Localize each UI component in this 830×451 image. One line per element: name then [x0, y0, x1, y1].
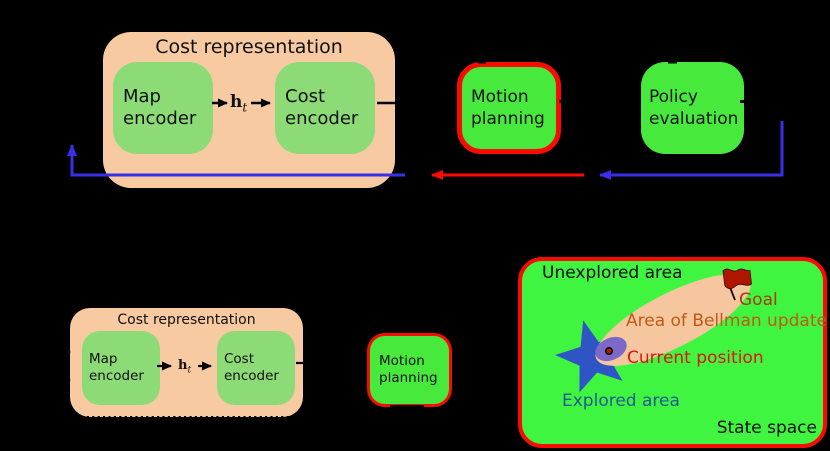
motion-planning-label-bottom: Motion planning: [379, 353, 438, 386]
bellman-update-ellipse: [595, 274, 751, 366]
goal-label: Goal: [739, 290, 778, 310]
hidden-state-h-bottom: h: [178, 358, 188, 373]
cost-representation-title-top: Cost representation: [155, 36, 343, 58]
blue-feedback-line-left: [67, 144, 405, 177]
bottom-black-arrows: [56, 347, 311, 385]
current-position-dot: [604, 346, 613, 355]
goal-flag-icon: [722, 268, 752, 301]
explored-area-label: Explored area: [562, 391, 680, 411]
hidden-state-sub-bottom: t: [187, 365, 192, 376]
explored-area-star: [555, 320, 625, 393]
cost-encoder-box-top: Cost encoder: [275, 62, 375, 154]
policy-evaluation-label-top: Policy evaluation: [649, 87, 739, 129]
motion-planning-box-top: Motion planning: [457, 62, 561, 154]
unexplored-area-label: Unexplored area: [542, 263, 683, 283]
motion-planning-label-top: Motion planning: [471, 87, 545, 129]
cost-encoder-label-bottom: Cost encoder: [224, 351, 279, 384]
hidden-state-symbol-top: ht: [230, 92, 247, 114]
hidden-state-h-top: h: [230, 92, 243, 112]
map-encoder-box-top: Map encoder: [113, 62, 213, 154]
flag-banner: [722, 268, 752, 289]
cost-encoder-label-top: Cost encoder: [285, 86, 359, 129]
policy-evaluation-box-top: Policy evaluation: [641, 62, 744, 154]
current-position-label: Current position: [627, 348, 764, 368]
dash-crossing-marks-bottom: [383, 323, 431, 409]
blue-feedback-line-right: [599, 121, 784, 180]
dash-crossing-marks-top: [478, 60, 744, 103]
bellman-update-area-label: Area of Bellman update: [626, 311, 827, 331]
hidden-state-symbol-bottom: ht: [178, 358, 191, 376]
hidden-state-sub-top: t: [242, 100, 248, 115]
state-space-title: State space: [716, 418, 817, 438]
map-encoder-label-bottom: Map encoder: [89, 351, 144, 384]
top-black-arrows: [84, 81, 408, 128]
map-encoder-label-top: Map encoder: [123, 86, 197, 129]
cost-representation-title-bottom: Cost representation: [117, 312, 256, 328]
cost-encoder-box-bottom: Cost encoder: [217, 331, 295, 405]
map-encoder-box-bottom: Map encoder: [82, 331, 160, 405]
